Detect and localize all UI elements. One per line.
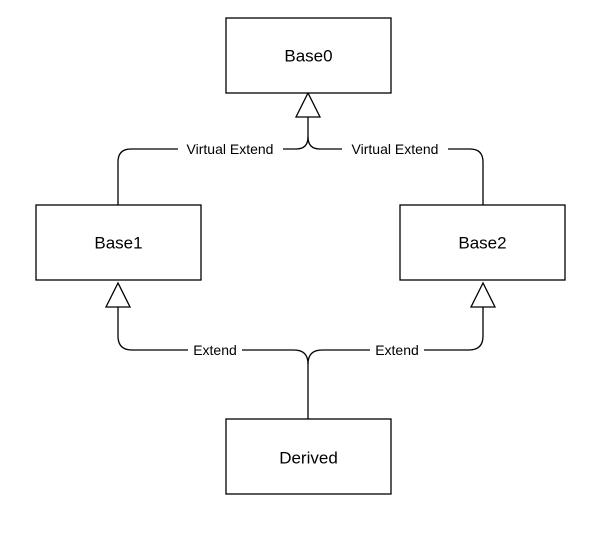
edge-label-derived-to-base2: Extend bbox=[375, 342, 419, 358]
node-base2-box bbox=[399, 204, 566, 281]
node-base1-label: Base1 bbox=[94, 234, 142, 253]
edge-labels: Virtual Extend Virtual Extend Extend Ext… bbox=[178, 140, 448, 359]
edge-base1-to-base0 bbox=[117, 117, 309, 205]
inheritance-arrow-base0 bbox=[294, 91, 322, 118]
node-base1-box bbox=[35, 204, 202, 281]
edge-label-derived-to-base1: Extend bbox=[193, 342, 237, 358]
node-base2: Base2 bbox=[399, 204, 566, 281]
edge-derived-to-base1 bbox=[117, 307, 309, 419]
node-base0-box bbox=[225, 17, 392, 94]
node-base0: Base0 bbox=[225, 17, 392, 94]
node-derived-label: Derived bbox=[279, 449, 338, 468]
arrowheads bbox=[104, 91, 497, 308]
edge-label-base1-to-base0: Virtual Extend bbox=[187, 141, 274, 157]
node-derived-box bbox=[225, 418, 392, 495]
edge-label-base2-to-base0: Virtual Extend bbox=[352, 141, 439, 157]
edge-base2-to-base0 bbox=[307, 136, 484, 205]
edge-derived-to-base2 bbox=[307, 307, 484, 365]
node-base2-label: Base2 bbox=[458, 234, 506, 253]
inheritance-arrow-base2 bbox=[469, 281, 497, 308]
node-derived: Derived bbox=[225, 418, 392, 495]
node-base1: Base1 bbox=[35, 204, 202, 281]
node-base0-label: Base0 bbox=[284, 47, 332, 66]
inheritance-arrow-base1 bbox=[104, 281, 132, 308]
